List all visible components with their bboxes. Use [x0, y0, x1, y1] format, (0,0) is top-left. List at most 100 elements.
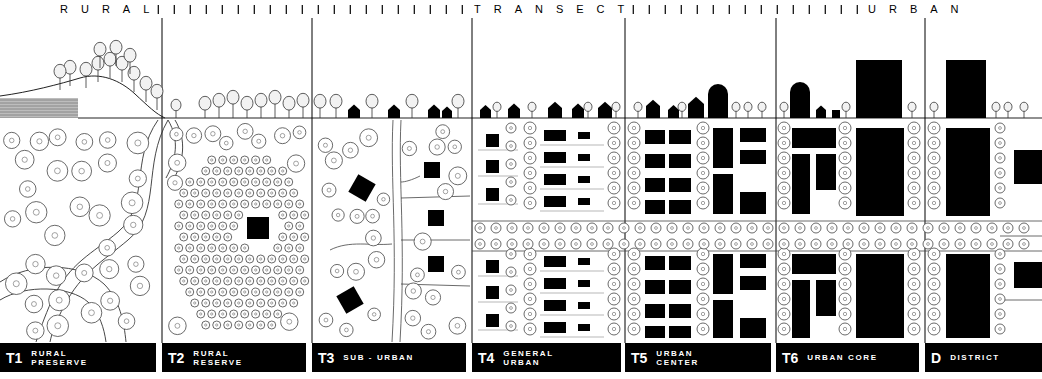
tree-plan	[875, 223, 885, 233]
tree-crown	[452, 94, 464, 108]
tree-plan	[697, 308, 709, 320]
tree-plan-core	[510, 145, 513, 148]
tree-plan-core	[205, 258, 207, 260]
tree-plan	[191, 277, 199, 285]
header-tick	[713, 5, 714, 14]
tree-plan-core	[238, 258, 240, 260]
building-plan	[713, 128, 733, 168]
building-plan	[645, 130, 665, 144]
tree-plan-core	[999, 313, 1002, 316]
tree-crown	[94, 42, 106, 56]
tree-plan	[908, 182, 920, 194]
tree-plan-core	[304, 280, 306, 282]
tree-plan	[452, 265, 466, 279]
building-plan	[645, 280, 665, 294]
tree-plan	[220, 136, 233, 149]
tree-plan-core	[238, 280, 240, 282]
tree-plan-core	[255, 181, 257, 183]
tree-plan	[491, 223, 501, 233]
tree-plan-core	[932, 327, 935, 330]
suburban-roads	[330, 120, 470, 342]
tree-plan-core	[183, 214, 185, 216]
tree-plan	[928, 278, 940, 290]
tree-plan-core	[372, 313, 376, 317]
tree-plan-core	[782, 156, 785, 159]
tree-plan	[778, 182, 790, 194]
tree-plan-core	[843, 201, 846, 204]
tree-plan	[628, 308, 640, 320]
lot-line	[540, 167, 604, 168]
tree-plan-core	[260, 192, 262, 194]
tree-plan-core	[591, 227, 594, 230]
transect-zone-bar: T1RURAL PRESERVE	[0, 343, 156, 372]
tree-plan-core	[457, 270, 461, 274]
tree-plan-core	[528, 267, 531, 270]
tree-plan-core	[528, 297, 531, 300]
tree-plan-core	[299, 291, 301, 293]
tree-crown	[1020, 102, 1028, 111]
lot-line	[401, 196, 470, 198]
tree-plan-core	[999, 127, 1002, 130]
tree-crown	[283, 96, 295, 110]
tree-plan-core	[510, 307, 513, 310]
tree-plan	[47, 315, 68, 336]
tree-plan-core	[655, 243, 658, 246]
transect-zone-bar: T5URBAN CENTER	[625, 343, 771, 372]
building-plan	[544, 278, 566, 289]
tree-plan	[628, 197, 640, 209]
tree-plan-core	[282, 214, 284, 216]
tree-plan-core	[282, 302, 284, 304]
tree-plan-core	[426, 330, 430, 334]
tree-plan-core	[843, 282, 846, 285]
tree-plan-core	[632, 297, 635, 300]
tree-plan	[191, 211, 199, 219]
tree-plan-core	[632, 252, 635, 255]
tree-plan-core	[912, 126, 915, 129]
tree-plan-core	[655, 227, 658, 230]
tree-plan	[995, 168, 1005, 178]
tree-plan	[130, 276, 149, 295]
tree-plan	[219, 156, 227, 164]
tree-plan	[971, 223, 981, 233]
tree-plan-core	[831, 243, 834, 246]
tree-plan	[252, 266, 260, 274]
building-plan	[645, 154, 665, 168]
header-tick	[350, 5, 351, 14]
tree-plan	[747, 223, 757, 233]
tree-plan-core	[216, 324, 218, 326]
building-plan	[740, 192, 766, 214]
tree-plan	[202, 255, 210, 263]
tree-plan-core	[843, 171, 846, 174]
tree-plan	[839, 263, 851, 275]
tree-plan-core	[703, 227, 706, 230]
tree-plan	[928, 167, 940, 179]
tree-plan	[778, 248, 790, 260]
tree-plan-core	[222, 203, 224, 205]
tree-plan-core	[528, 126, 531, 129]
tree-plan	[811, 239, 821, 249]
tree-plan	[524, 263, 536, 275]
tree-plan	[628, 137, 640, 149]
tree-plan	[268, 255, 276, 263]
tree-plan-core	[216, 192, 218, 194]
tree-plan	[230, 178, 238, 186]
tree-plan-core	[782, 267, 785, 270]
tree-plan-core	[304, 214, 306, 216]
tree-plan	[191, 189, 199, 197]
tree-plan	[506, 195, 516, 205]
tree-plan	[923, 239, 933, 249]
tree-plan	[368, 308, 381, 321]
tree-plan	[213, 277, 221, 285]
tree-plan	[290, 211, 298, 219]
tree-plan-core	[32, 302, 37, 307]
tree-plan-core	[255, 313, 257, 315]
tree-crown	[140, 76, 152, 90]
tree-plan	[290, 189, 298, 197]
tree-plan	[778, 152, 790, 164]
building-plan	[740, 150, 766, 164]
tree-plan-core	[623, 243, 626, 246]
tree-plan	[296, 200, 304, 208]
tree-plan-core	[288, 291, 290, 293]
building-plan	[792, 254, 836, 274]
tree-plan-core	[216, 236, 218, 238]
